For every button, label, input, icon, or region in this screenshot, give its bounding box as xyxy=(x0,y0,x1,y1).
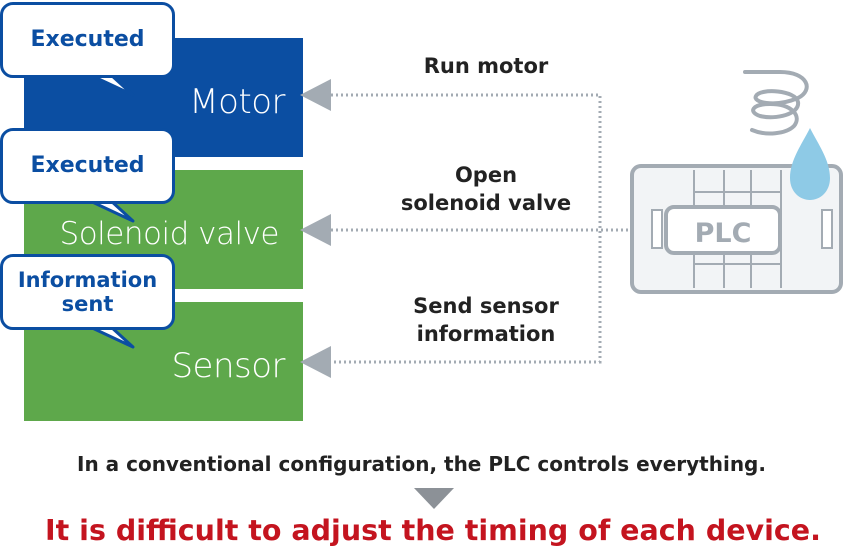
coil-icon xyxy=(743,70,809,136)
arrow-left-icon xyxy=(300,79,331,111)
plc-label: PLC xyxy=(695,218,752,249)
arrow-left-icon xyxy=(300,346,331,378)
conclusion-statement: It is difficult to adjust the timing of … xyxy=(45,514,821,547)
bubble-executed-valve: Executed xyxy=(0,128,175,204)
bubble-executed-motor: Executed xyxy=(0,2,175,78)
footer-statement: In a conventional configuration, the PLC… xyxy=(77,452,766,476)
command-open-valve: Open solenoid valve xyxy=(386,161,586,217)
triangle-down-icon xyxy=(414,488,454,509)
plc-icon: PLC xyxy=(630,164,843,294)
water-drop-icon xyxy=(790,128,830,200)
bubble-sensor-line1: Information xyxy=(17,268,158,292)
motor-label: Motor xyxy=(189,81,285,122)
bubble-information-sent: Information sent xyxy=(0,254,175,330)
solenoid-valve-label: Solenoid valve xyxy=(59,215,280,252)
command-send-line1: Send sensor xyxy=(413,294,559,318)
command-run-motor-text: Run motor xyxy=(423,54,549,78)
bubble-sensor-line2: sent xyxy=(61,292,114,316)
arrow-left-icon xyxy=(300,214,331,246)
command-run-motor: Run motor xyxy=(386,52,586,80)
bubble-valve-text: Executed xyxy=(30,153,145,178)
connector-lines xyxy=(331,93,632,364)
bubble-motor-text: Executed xyxy=(30,27,145,52)
command-open-line1: Open xyxy=(454,163,518,187)
command-send-sensor: Send sensor information xyxy=(376,292,596,348)
command-open-line2: solenoid valve xyxy=(400,191,572,215)
sensor-label: Sensor xyxy=(171,345,285,386)
command-send-line2: information xyxy=(416,322,556,346)
